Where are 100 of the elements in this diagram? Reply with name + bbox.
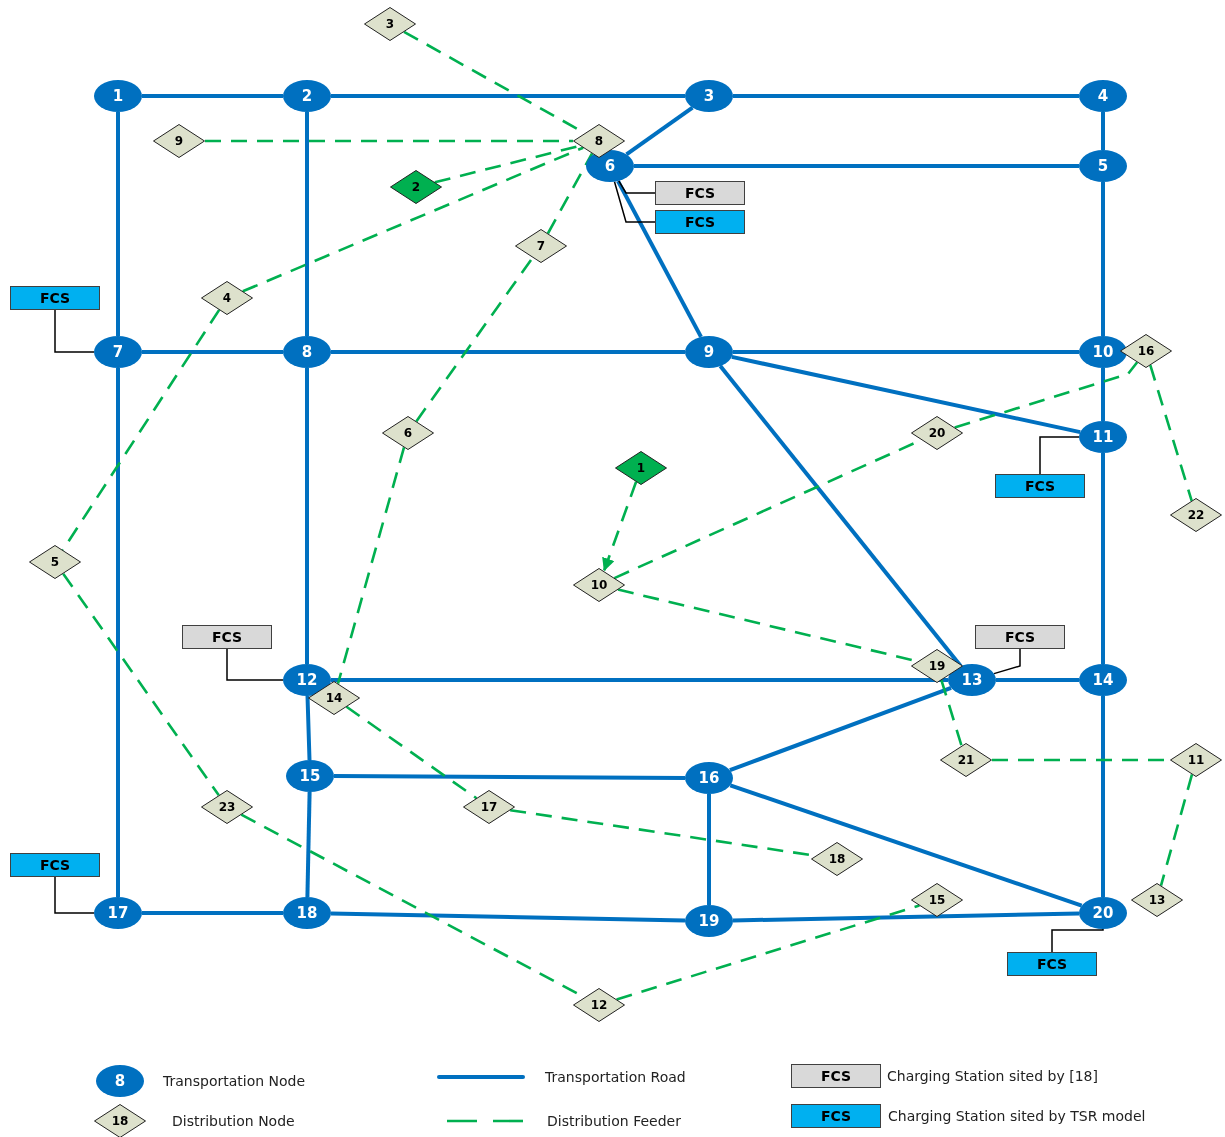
distribution-node: 23 xyxy=(201,790,253,824)
road-line xyxy=(142,350,283,354)
transport-node: 5 xyxy=(1079,150,1127,182)
distribution-node: 15 xyxy=(911,883,963,917)
feeder-line xyxy=(954,361,1139,429)
distribution-node: 20 xyxy=(911,416,963,450)
road-line xyxy=(729,685,952,773)
road-line xyxy=(625,105,694,157)
feeder-line xyxy=(205,139,573,143)
node-symbol: 18 xyxy=(94,1104,146,1137)
charging-station-box: FCS xyxy=(655,210,745,234)
road-line xyxy=(116,368,120,897)
distribution-node: 3 xyxy=(364,7,416,41)
road-line xyxy=(334,774,685,780)
feeder-line xyxy=(546,152,594,235)
road-line xyxy=(996,678,1079,682)
connector-line xyxy=(1051,928,1104,953)
distribution-node: 18 xyxy=(811,842,863,876)
distribution-node: 21 xyxy=(940,743,992,777)
road-line xyxy=(1101,453,1105,664)
transport-node: 15 xyxy=(286,760,334,792)
transport-node: 4 xyxy=(1079,80,1127,112)
legend-text: Transportation Node xyxy=(163,1073,306,1089)
road-line xyxy=(305,695,312,761)
transport-node: 13 xyxy=(948,664,996,696)
feeder-line xyxy=(616,904,920,1001)
transport-node: 14 xyxy=(1079,664,1127,696)
transport-node: 2 xyxy=(283,80,331,112)
transport-node: 19 xyxy=(685,905,733,937)
road-line xyxy=(142,911,283,915)
road-line xyxy=(729,783,1083,908)
connector-line xyxy=(1039,436,1080,475)
connector-line xyxy=(618,180,656,194)
charging-station-box: FCS xyxy=(1007,952,1097,976)
distribution-node: 5 xyxy=(29,545,81,579)
feeder-arrow xyxy=(602,481,638,572)
road-line xyxy=(732,911,1080,923)
feeder-line xyxy=(345,705,478,800)
charging-station-box: FCS xyxy=(975,625,1065,649)
connector-line xyxy=(226,648,284,681)
connector-line xyxy=(613,180,656,223)
road-line xyxy=(634,164,1079,168)
legend-text: Transportation Road xyxy=(545,1069,686,1085)
road-line xyxy=(1101,696,1105,897)
legend-text: Distribution Feeder xyxy=(547,1113,681,1129)
charging-station-box: FCS xyxy=(995,474,1085,498)
feeder-line xyxy=(1149,364,1193,502)
distribution-node: 8 xyxy=(573,124,625,158)
feeder-line xyxy=(61,309,221,551)
road-line xyxy=(331,350,685,354)
transport-node: 9 xyxy=(685,336,733,368)
feeder-line xyxy=(336,447,406,684)
connector-line xyxy=(54,876,95,914)
distribution-node: 11 xyxy=(1170,743,1222,777)
road-line xyxy=(305,112,309,336)
distribution-node: 17 xyxy=(463,790,515,824)
distribution-node: 10 xyxy=(573,568,625,602)
road-line xyxy=(733,350,1079,354)
feeder-line xyxy=(242,146,584,293)
distribution-node: 2 xyxy=(390,170,442,204)
connector-line xyxy=(993,648,1021,675)
legend-text: Charging Station sited by [18] xyxy=(887,1068,1098,1084)
road-line xyxy=(116,112,120,336)
connector-line xyxy=(54,309,95,353)
transport-node: 10 xyxy=(1079,336,1127,368)
feeder-line xyxy=(62,572,220,797)
road-line xyxy=(707,794,711,905)
transport-node: 8 xyxy=(283,336,331,368)
legend-swatch: FCS xyxy=(791,1104,881,1128)
distribution-node: 9 xyxy=(153,124,205,158)
road-line xyxy=(331,94,685,98)
charging-station-box: FCS xyxy=(655,181,745,205)
distribution-node: 16 xyxy=(1120,334,1172,368)
transport-node: 3 xyxy=(685,80,733,112)
transport-node: 11 xyxy=(1079,421,1127,453)
feeder-line xyxy=(1159,774,1194,886)
distribution-node: 7 xyxy=(515,229,567,263)
road-line xyxy=(305,791,312,898)
distribution-node: 13 xyxy=(1131,883,1183,917)
distribution-node: 12 xyxy=(573,988,625,1022)
node-symbol: 8 xyxy=(96,1065,144,1097)
transport-node: 1 xyxy=(94,80,142,112)
road-line xyxy=(305,368,309,664)
legend-swatch: FCS xyxy=(791,1064,881,1088)
road-line xyxy=(731,354,1081,435)
feeder-line xyxy=(940,679,963,747)
road-line xyxy=(1101,368,1105,421)
distribution-node: 4 xyxy=(201,281,253,315)
road-line xyxy=(142,94,283,98)
road-line xyxy=(733,94,1079,98)
distribution-node: 1 xyxy=(615,451,667,485)
road-line xyxy=(616,180,703,338)
transport-node: 6 xyxy=(586,150,634,182)
distribution-node: 22 xyxy=(1170,498,1222,532)
transport-node: 17 xyxy=(94,897,142,929)
distribution-node: 19 xyxy=(911,649,963,683)
road-line xyxy=(331,678,948,682)
distribution-node: 6 xyxy=(382,416,434,450)
transport-node: 7 xyxy=(94,336,142,368)
charging-station-box: FCS xyxy=(182,625,272,649)
